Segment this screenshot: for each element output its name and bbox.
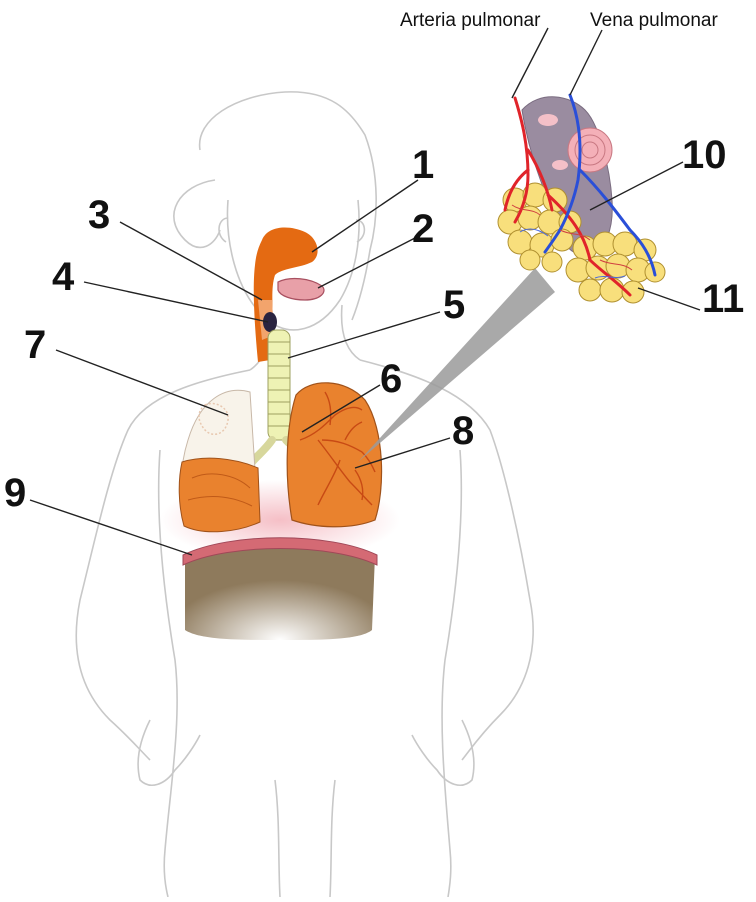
leader-7 xyxy=(56,350,228,415)
smooth-muscle-ring xyxy=(568,128,612,172)
label-3: 3 xyxy=(88,193,110,237)
leader-3 xyxy=(120,222,262,300)
diaphragm xyxy=(183,538,377,640)
right-torso-side xyxy=(442,450,461,897)
leader-5 xyxy=(288,312,440,358)
left-hand xyxy=(138,720,200,785)
mucus-patch-2 xyxy=(552,160,568,170)
label-arteria-pulmonar: Arteria pulmonar xyxy=(400,10,541,31)
label-1: 1 xyxy=(412,143,434,187)
label-10: 10 xyxy=(682,133,727,177)
tongue xyxy=(278,279,324,300)
leader-vena xyxy=(570,30,602,95)
leader-2 xyxy=(318,238,415,288)
hair-bun xyxy=(174,180,220,247)
ear-right xyxy=(356,220,364,242)
label-4: 4 xyxy=(52,255,75,299)
legs-outline xyxy=(275,780,335,897)
label-11: 11 xyxy=(702,277,744,321)
leader-11 xyxy=(638,288,700,310)
left-lung-lower-lobe xyxy=(179,458,260,532)
leader-arteria xyxy=(512,28,548,98)
right-lung xyxy=(287,383,381,527)
label-5: 5 xyxy=(443,283,465,327)
label-6: 6 xyxy=(380,357,402,401)
leader-1 xyxy=(312,180,418,252)
label-2: 2 xyxy=(412,207,434,251)
label-9: 9 xyxy=(4,471,26,515)
alveoli-detail xyxy=(498,95,665,303)
mucus-patch xyxy=(538,114,558,126)
label-vena-pulmonar: Vena pulmonar xyxy=(590,10,718,31)
right-shoulder-arm xyxy=(360,360,533,760)
label-7: 7 xyxy=(24,323,46,367)
ear-left xyxy=(219,218,228,242)
label-8: 8 xyxy=(452,409,474,453)
